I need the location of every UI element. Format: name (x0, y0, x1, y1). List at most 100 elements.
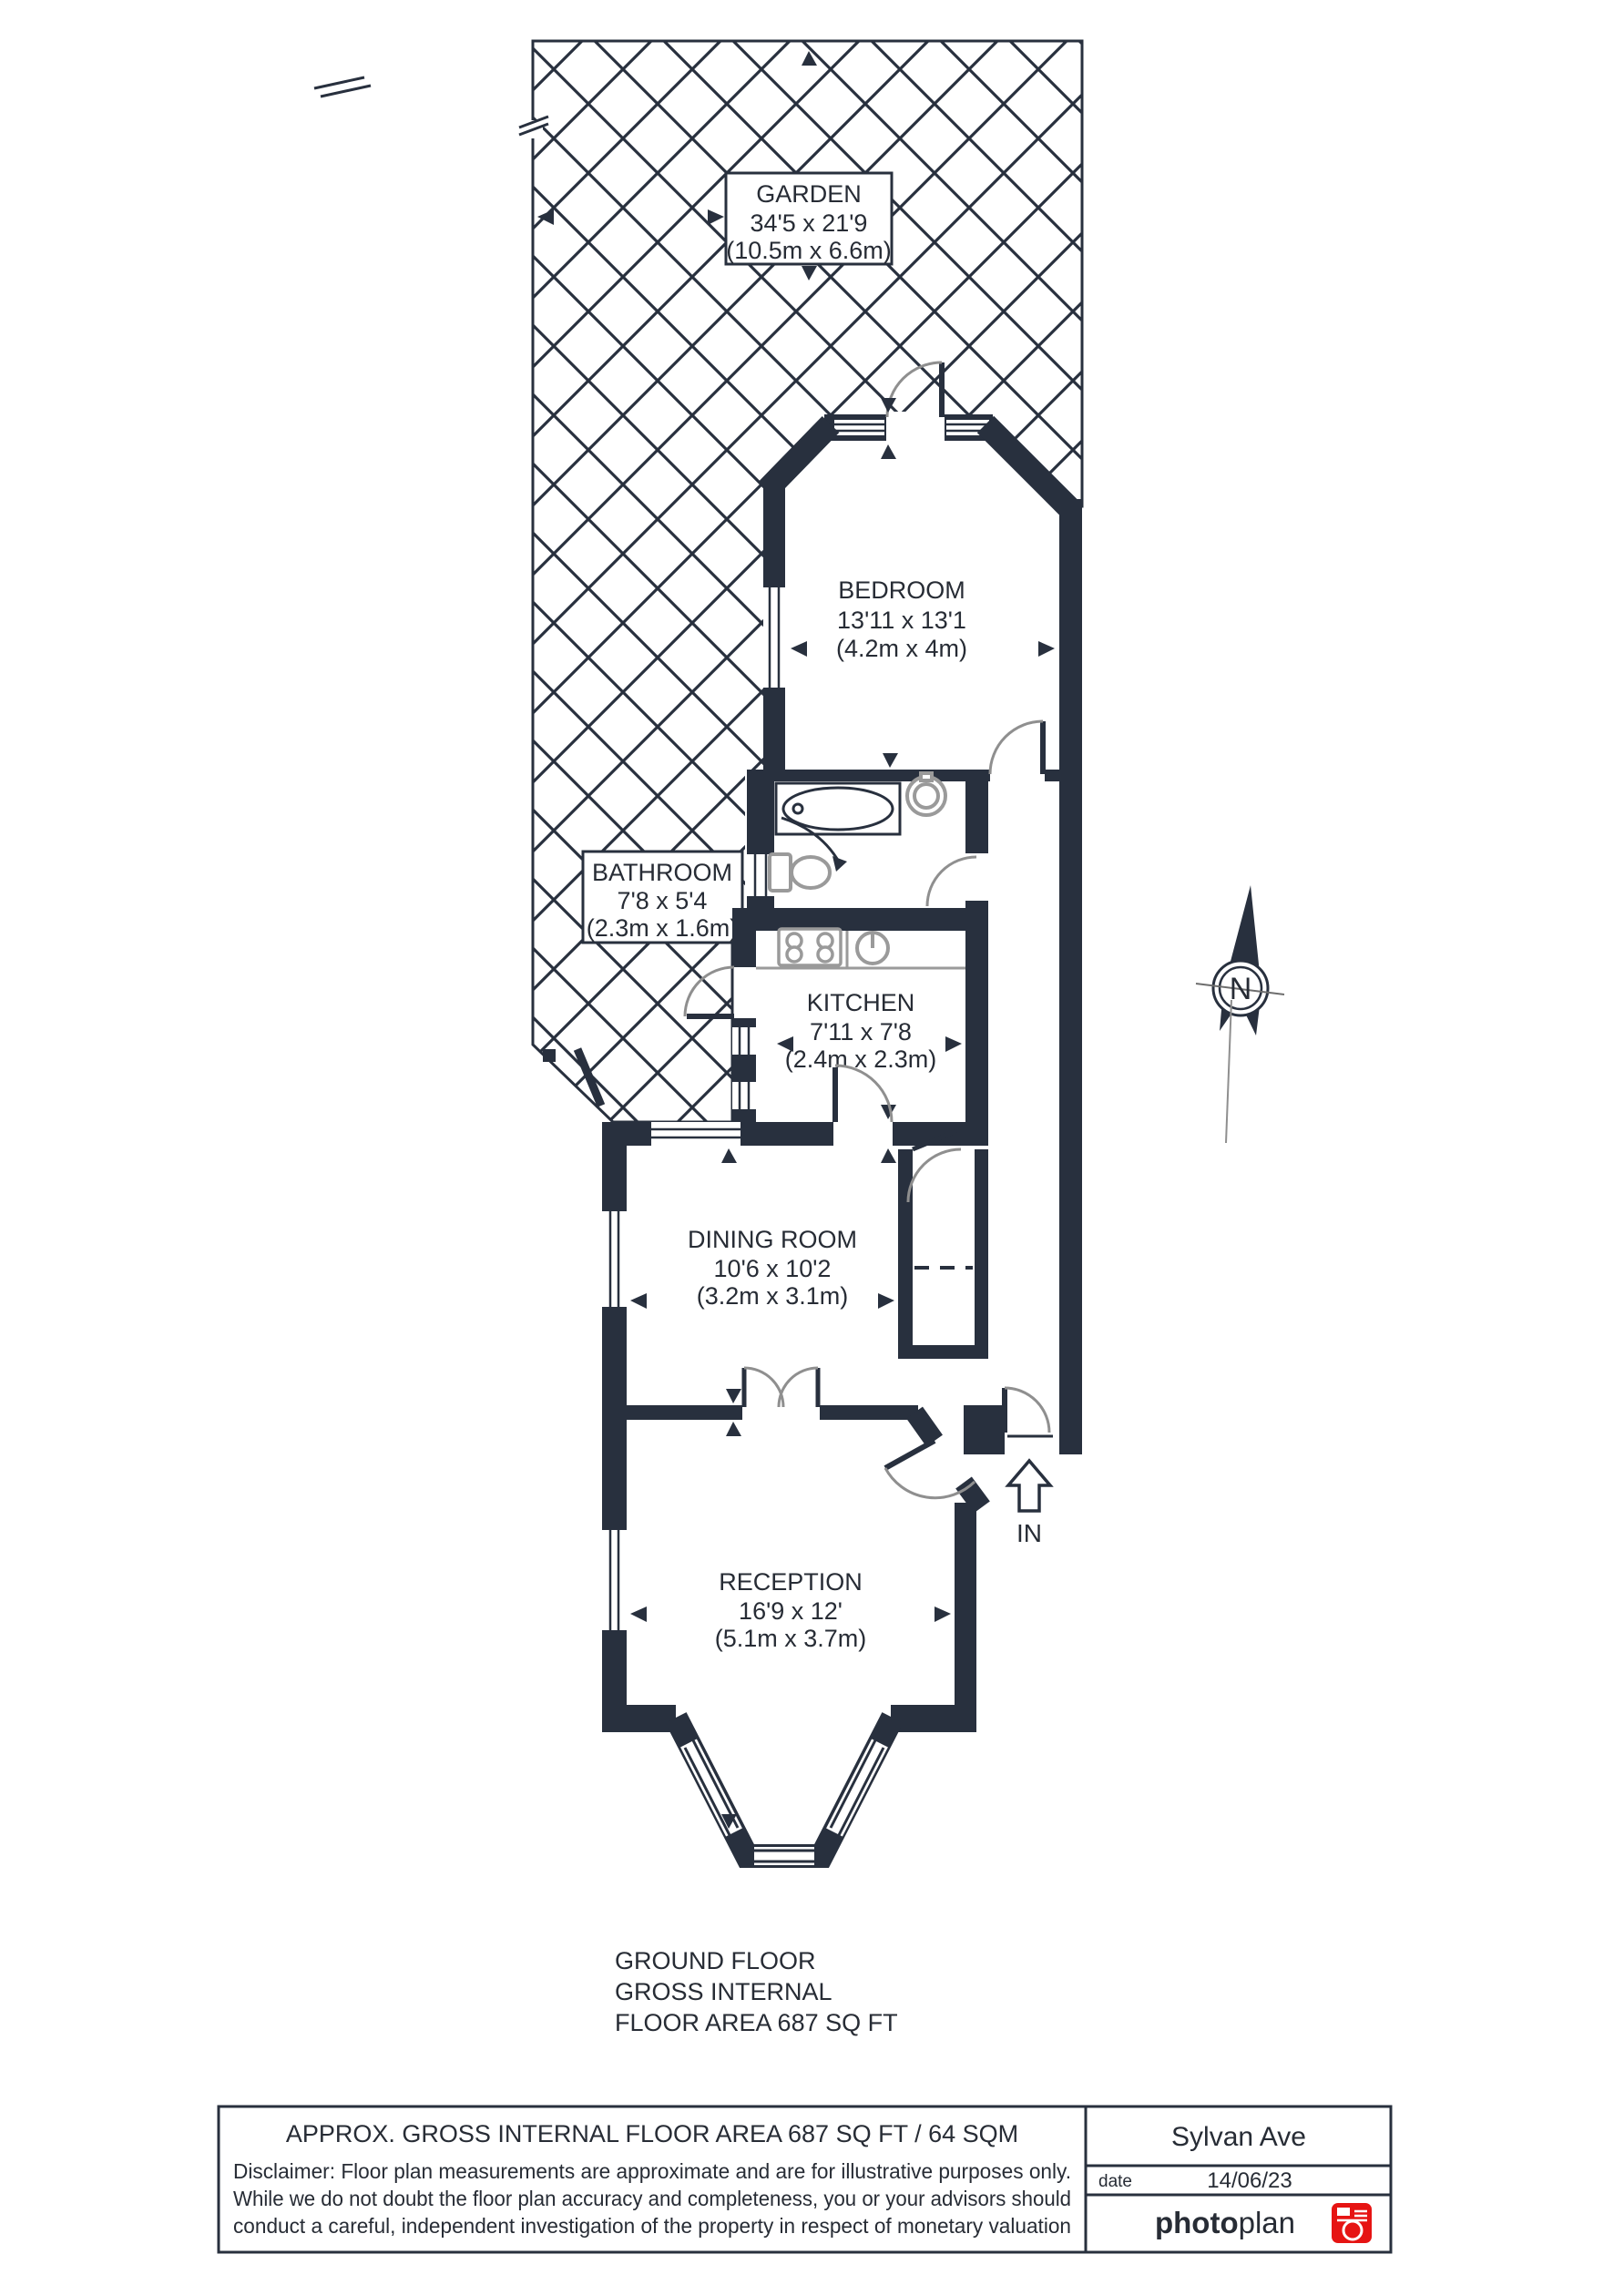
bathroom-name: BATHROOM (592, 859, 732, 886)
bathroom-east-wall-upper (965, 770, 988, 853)
kitchen-dimension-arrows (777, 1036, 962, 1163)
double-doors (741, 1366, 821, 1408)
bedroom-bay-window-left (834, 420, 884, 435)
footer: APPROX. GROSS INTERNAL FLOOR AREA 687 SQ… (217, 2105, 1393, 2254)
kitchen-door (832, 1064, 894, 1146)
dining-room: DINING ROOM 10'6 x 10'2 (3.2m x 3.1m) (602, 1064, 988, 1418)
reception-north-wall-right (820, 1405, 918, 1420)
bathroom-south-wall (747, 908, 988, 931)
entrance-west-block (964, 1405, 1005, 1454)
date-label: date (1098, 2172, 1132, 2191)
entrance-arrow: IN (1005, 1458, 1054, 1547)
bedroom-door (988, 719, 1046, 775)
fence-break-icon (313, 76, 549, 138)
garden-dimension-arrows (537, 51, 817, 280)
stairs-east-wall (975, 1149, 988, 1359)
bathtub-icon (774, 781, 902, 836)
dining-dims-ft: 10'6 x 10'2 (714, 1255, 832, 1282)
kitchen-counter (756, 931, 965, 970)
entrance-label: IN (1016, 1519, 1042, 1547)
garden-label: GARDEN 34'5 x 21'9 (10.5m x 6.6m) (724, 171, 894, 266)
bathroom-dims-m: (2.3m x 1.6m) (587, 914, 739, 942)
toilet-icon (768, 852, 832, 892)
photoplan-camera-icon (1332, 2203, 1372, 2243)
in-arrow-icon (1005, 1458, 1054, 1513)
hallway: IN (964, 499, 1082, 1547)
reception-name: RECEPTION (719, 1568, 863, 1596)
garden-gate-icon (543, 1047, 606, 1107)
bedroom-label: BEDROOM 13'11 x 13'1 (4.2m x 4m) (836, 576, 967, 662)
floor-summary-line2: GROSS INTERNAL (615, 1978, 832, 2005)
dining-west-window (602, 1211, 627, 1307)
footer-disclaimer-line3: conduct a careful, independent investiga… (233, 2214, 1071, 2238)
dining-name: DINING ROOM (688, 1226, 857, 1253)
brand-bold: photo (1155, 2206, 1239, 2239)
reception-west-window (602, 1530, 627, 1630)
dining-dims-m: (3.2m x 3.1m) (697, 1282, 849, 1310)
reception-dims-m: (5.1m x 3.7m) (715, 1625, 867, 1652)
kitchen-label: KITCHEN 7'11 x 7'8 (2.4m x 2.3m) (785, 989, 937, 1073)
reception-door (883, 1438, 976, 1500)
garden-dims-ft: 34'5 x 21'9 (751, 209, 868, 237)
bedroom-west-window (763, 587, 785, 688)
compass-north-label: N (1230, 972, 1252, 1006)
kitchen-east-wall (965, 931, 988, 1146)
reception: RECEPTION 16'9 x 12' (5.1m x 3.7m) (602, 1366, 990, 1868)
kitchen-dims-ft: 7'11 x 7'8 (810, 1018, 912, 1046)
dining-label: DINING ROOM 10'6 x 10'2 (3.2m x 3.1m) (688, 1226, 857, 1310)
bedroom-dimension-arrows (791, 398, 1055, 798)
floor-summary: GROUND FLOOR GROSS INTERNAL FLOOR AREA 6… (615, 1947, 898, 2036)
east-exterior-wall (1059, 499, 1082, 1454)
bedroom-south-wall (771, 770, 990, 781)
stairs-door (906, 1128, 962, 1203)
reception-label: RECEPTION 16'9 x 12' (5.1m x 3.7m) (715, 1568, 867, 1652)
front-door (1002, 1386, 1053, 1438)
stairs-south-wall (898, 1345, 988, 1359)
sink-icon (855, 931, 890, 965)
property-name: Sylvan Ave (1171, 2122, 1306, 2152)
kitchen-garden-door (683, 965, 735, 1019)
garden-name: GARDEN (756, 180, 862, 208)
reception-dims-ft: 16'9 x 12' (739, 1597, 843, 1625)
bathroom-label: BATHROOM 7'8 x 5'4 (2.3m x 1.6m) (581, 850, 744, 944)
bathroom: BATHROOM 7'8 x 5'4 (2.3m x 1.6m) (581, 770, 988, 944)
reception-north-wall-left (602, 1405, 742, 1420)
footer-disclaimer-box (217, 2105, 1088, 2254)
bedroom-name: BEDROOM (838, 576, 965, 604)
kitchen-west-window-1 (732, 1027, 756, 1055)
svg-text:photoplan: photoplan (1155, 2206, 1295, 2239)
reception-east-wall (955, 1503, 976, 1732)
kitchen-west-window-2 (732, 1082, 756, 1109)
reception-angled-wall-upper (906, 1406, 943, 1447)
kitchen-name: KITCHEN (807, 989, 915, 1016)
date-value: 14/06/23 (1207, 2168, 1292, 2193)
bathroom-east-wall-lower (965, 901, 988, 931)
bedroom-nw-wall (758, 415, 840, 499)
kitchen-west-wall-upper (732, 908, 756, 967)
photoplan-logo: photoplan (1155, 2203, 1372, 2243)
bedroom-dims-ft: 13'11 x 13'1 (837, 607, 966, 634)
bedroom: BEDROOM 13'11 x 13'1 (4.2m x 4m) (758, 361, 1078, 798)
reception-dimension-arrows (630, 1389, 951, 1829)
reception-bay (602, 1705, 976, 1868)
bedroom-garden-door (885, 361, 945, 444)
kitchen-dims-m: (2.4m x 2.3m) (785, 1046, 937, 1073)
footer-area-line: APPROX. GROSS INTERNAL FLOOR AREA 687 SQ… (286, 2120, 1018, 2147)
footer-disclaimer-line2: While we do not doubt the floor plan acc… (233, 2187, 1071, 2210)
bedroom-ne-wall (976, 415, 1078, 517)
dining-north-window (651, 1122, 741, 1146)
bedroom-dims-m: (4.2m x 4m) (836, 635, 967, 662)
garden-dims-m: (10.5m x 6.6m) (726, 237, 892, 264)
footer-disclaimer-line1: Disclaimer: Floor plan measurements are … (233, 2159, 1071, 2183)
dining-dimension-arrows (630, 1148, 894, 1309)
compass: N (1195, 885, 1285, 1144)
stairs (898, 1128, 988, 1359)
bathroom-dims-ft: 7'8 x 5'4 (618, 887, 708, 914)
stairs-west-wall (898, 1149, 913, 1359)
hob-icon (777, 927, 843, 967)
floor-summary-line3: FLOOR AREA 687 SQ FT (615, 2009, 898, 2036)
bedroom-south-wall-stub (1045, 770, 1059, 781)
floor-summary-line1: GROUND FLOOR (615, 1947, 816, 1974)
